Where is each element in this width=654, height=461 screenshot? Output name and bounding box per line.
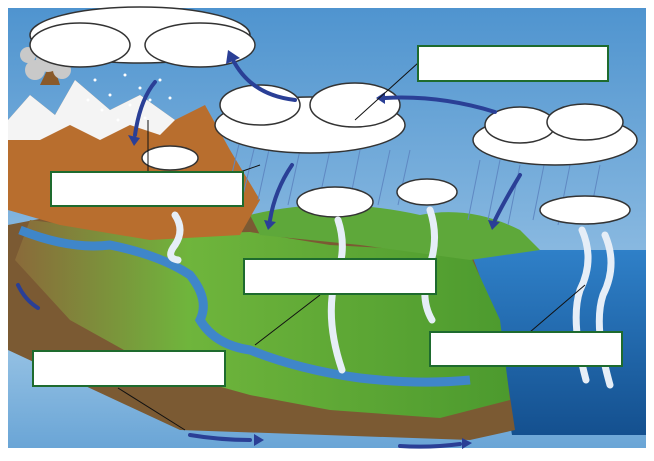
cloud-right — [473, 104, 637, 165]
label-box-center[interactable] — [243, 258, 437, 295]
label-box-bottom-left[interactable] — [32, 350, 226, 387]
label-box-mid-left[interactable] — [50, 171, 244, 207]
label-box-right[interactable] — [429, 331, 623, 367]
cloud-top-left — [30, 7, 255, 67]
label-box-top-right[interactable] — [417, 45, 609, 82]
